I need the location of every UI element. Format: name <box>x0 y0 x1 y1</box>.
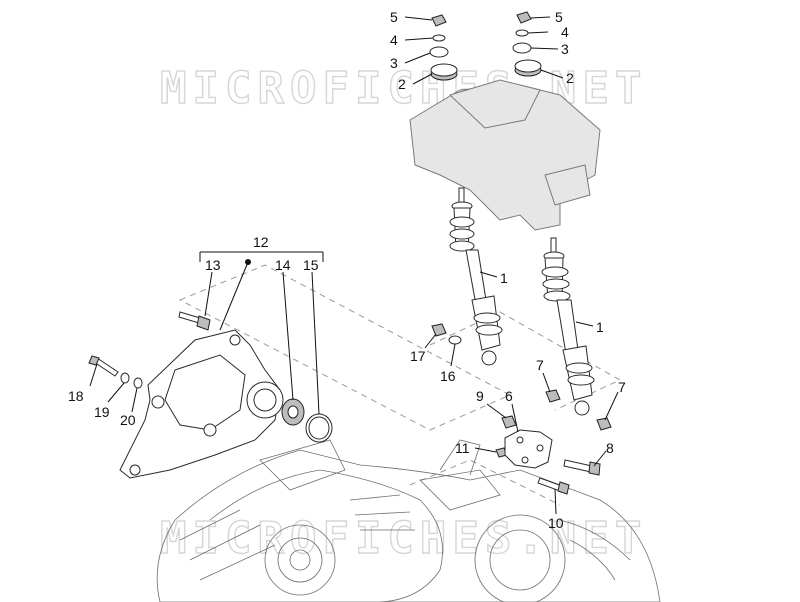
callout-14: 14 <box>275 257 291 273</box>
engine-unit <box>156 439 661 602</box>
shock-absorber-left <box>449 187 503 366</box>
callout-6: 6 <box>505 388 513 404</box>
callout-7-left: 7 <box>536 357 544 373</box>
mounting-plate <box>504 429 553 469</box>
callout-19: 19 <box>94 404 110 420</box>
top-hardware-right <box>512 11 542 77</box>
callout-2-right: 2 <box>566 70 574 86</box>
callout-12: 12 <box>253 234 269 250</box>
callout-5-left: 5 <box>390 9 398 25</box>
callout-16: 16 <box>440 368 456 384</box>
callout-1-left-shock: 1 <box>500 270 508 286</box>
callout-8: 8 <box>606 440 614 456</box>
leader-lines <box>89 16 619 515</box>
callout-9: 9 <box>476 388 484 404</box>
top-hardware-left <box>429 14 458 81</box>
bolt-and-washers-left <box>88 355 143 389</box>
shock-lower-hardware <box>431 323 612 458</box>
callout-17: 17 <box>410 348 426 364</box>
engine-swing-bracket <box>119 329 284 479</box>
callout-20: 20 <box>120 412 136 428</box>
callout-11: 11 <box>455 440 470 456</box>
callout-1-right-shock: 1 <box>596 319 604 335</box>
callout-3-right: 3 <box>561 41 569 57</box>
callout-18: 18 <box>68 388 84 404</box>
bolts-right <box>537 459 601 495</box>
callout-13: 13 <box>205 257 221 273</box>
callout-2-left: 2 <box>398 76 406 92</box>
callout-4-left: 4 <box>390 32 398 48</box>
bearing <box>281 398 305 426</box>
callout-labels: 5 4 3 2 5 4 3 2 1 1 12 13 14 15 16 17 18… <box>68 9 626 531</box>
callout-3-left: 3 <box>390 55 398 71</box>
circlip <box>305 413 333 443</box>
callout-10: 10 <box>548 515 564 531</box>
watermark-bottom: MICROFICHES.NET <box>160 513 647 564</box>
assembly-guide-lines <box>178 264 622 506</box>
callout-5-right: 5 <box>555 9 563 25</box>
shock-absorber-right <box>541 237 595 416</box>
callout-4-right: 4 <box>561 24 569 40</box>
shock-mount-bracket <box>409 79 601 231</box>
stud-bolt <box>178 311 211 331</box>
callout-7-right: 7 <box>618 379 626 395</box>
callout-15: 15 <box>303 257 319 273</box>
